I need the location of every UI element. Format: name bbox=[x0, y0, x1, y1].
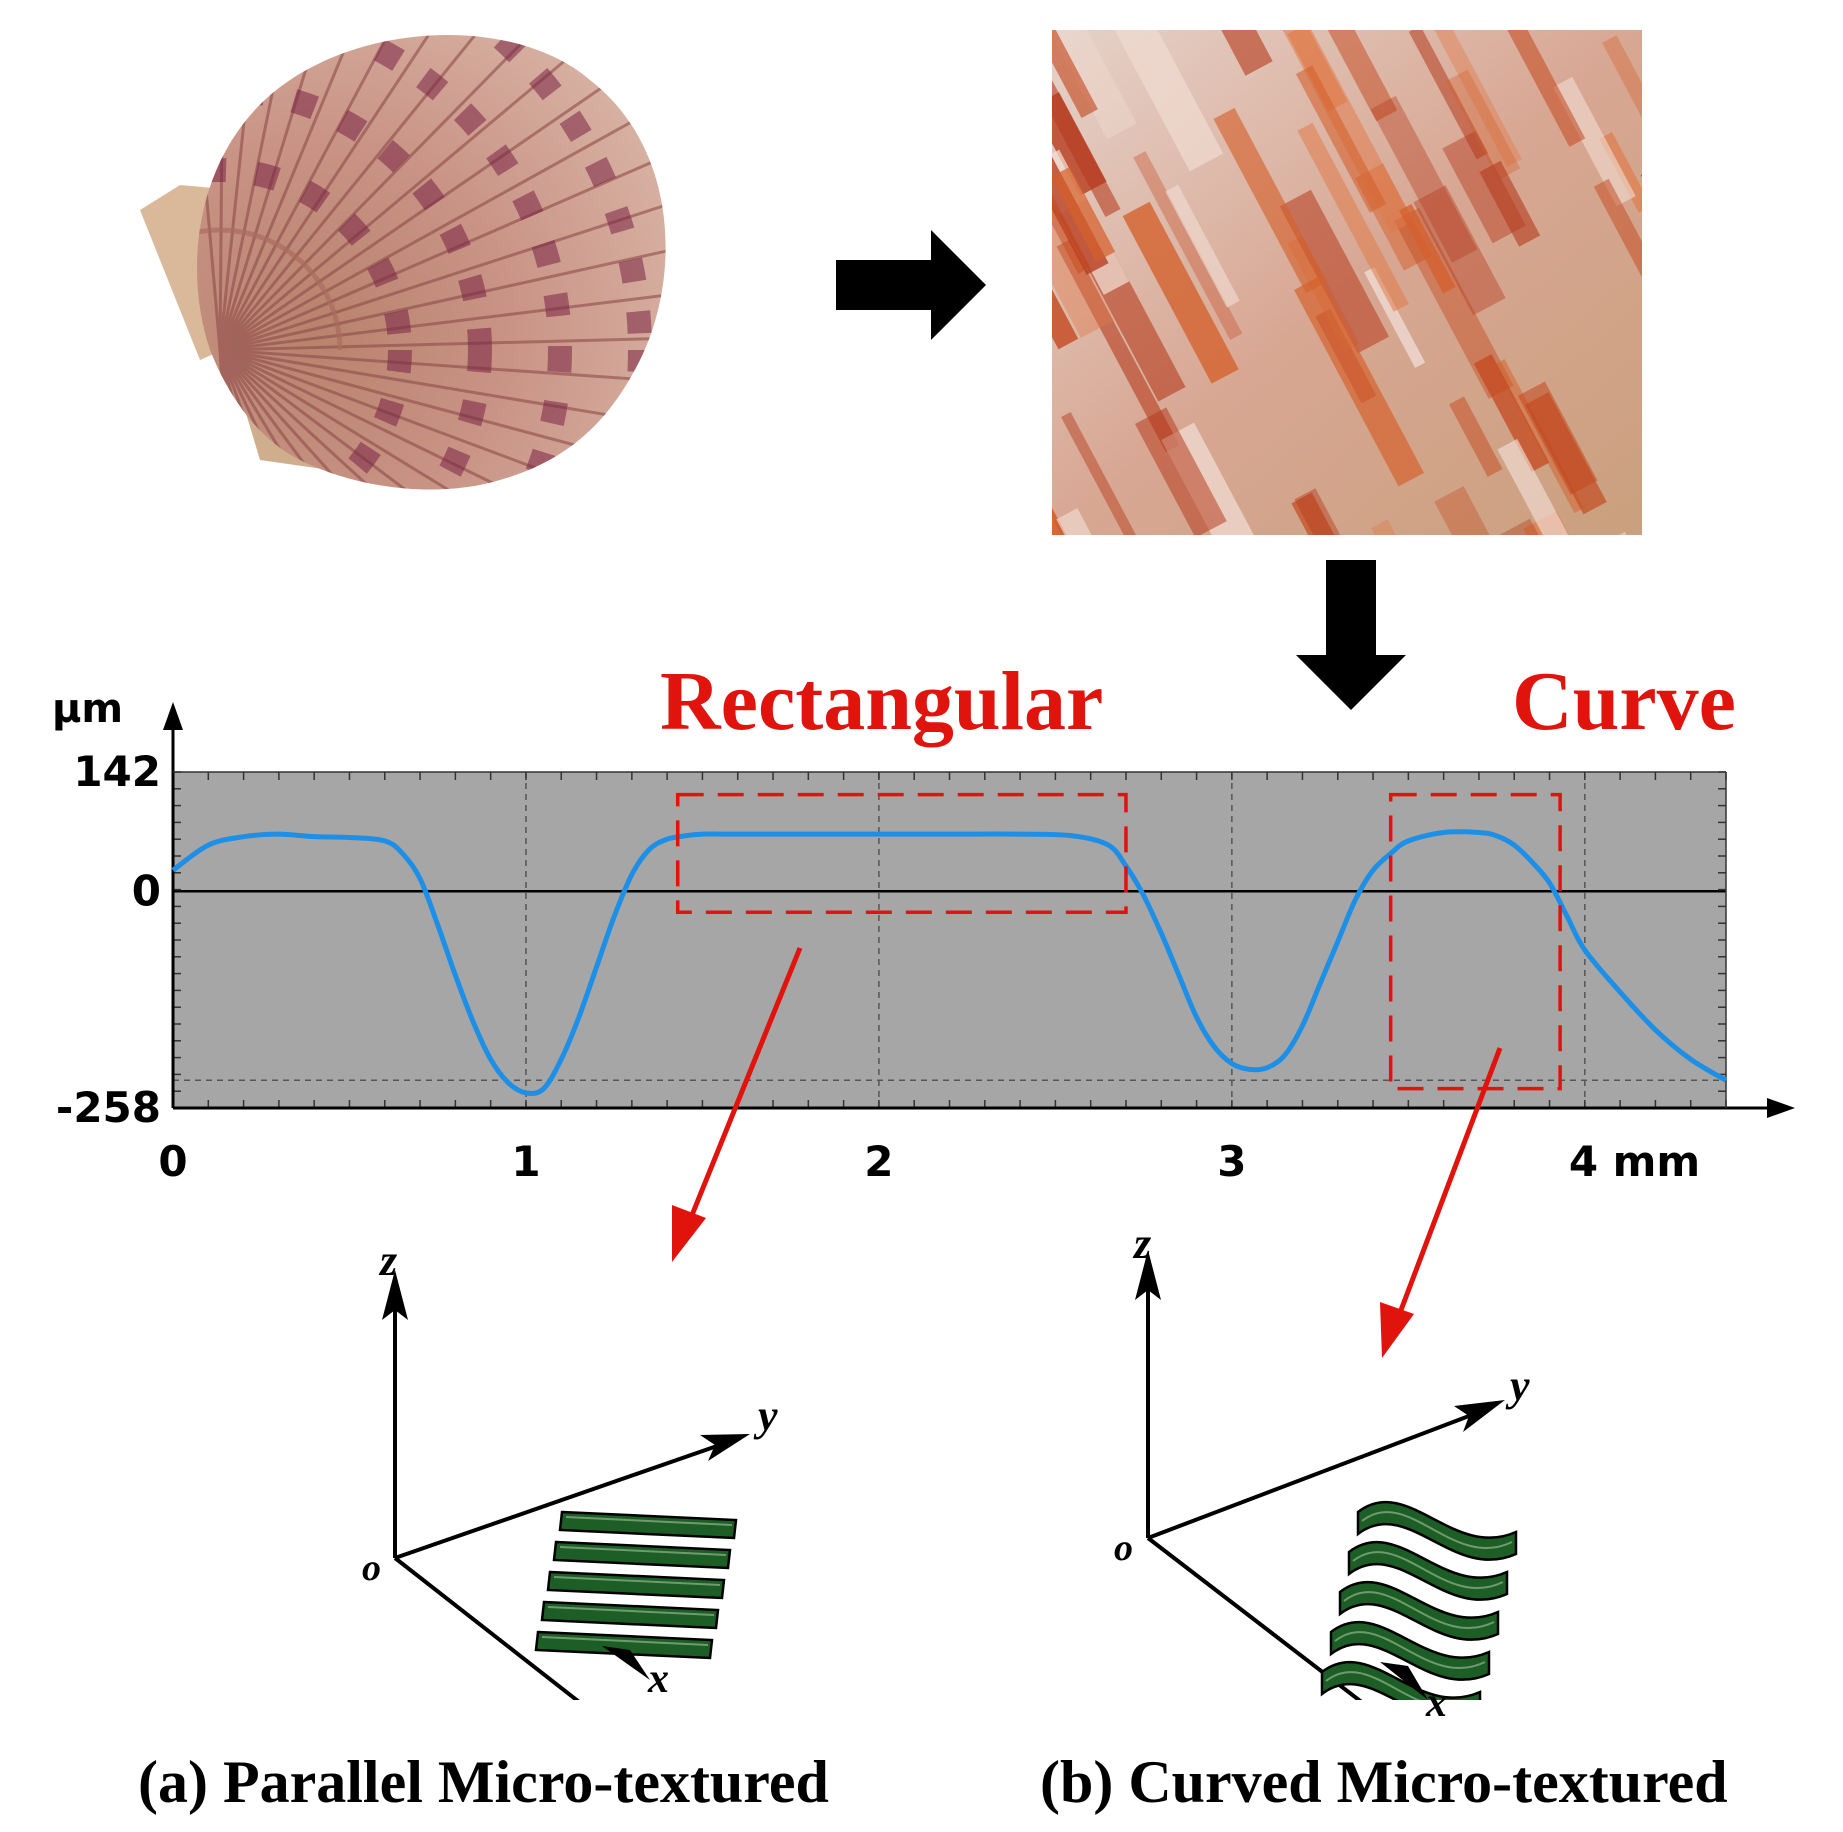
x-label-b: x bbox=[1425, 1680, 1447, 1726]
y-tick-label: -258 bbox=[56, 1083, 161, 1132]
y-tick-label: 0 bbox=[132, 866, 161, 915]
curved-texture-stripe bbox=[1320, 1660, 1482, 1700]
x-axis-arrow-icon bbox=[1767, 1098, 1795, 1118]
parallel-texture-diagram: z y o bbox=[362, 1240, 778, 1700]
curved-x-axis-end: x bbox=[1380, 1662, 1447, 1726]
y-arrowhead-b-icon bbox=[1454, 1400, 1505, 1432]
origin-label: o bbox=[362, 1547, 381, 1589]
arrow-down-icon bbox=[1296, 560, 1406, 710]
y-axis-label: μm bbox=[52, 690, 123, 732]
z-arrowhead-icon bbox=[382, 1270, 408, 1320]
y-tick-label: 142 bbox=[73, 747, 161, 796]
z-label: z bbox=[378, 1240, 397, 1285]
x-tick-label: 1 bbox=[511, 1137, 540, 1186]
parallel-x-axis-end: x bbox=[602, 1646, 669, 1702]
y-arrowhead-icon bbox=[700, 1434, 750, 1461]
x-label: x bbox=[647, 1656, 669, 1702]
shell-closeup-photo bbox=[1052, 30, 1642, 535]
y-axis bbox=[394, 1436, 741, 1560]
caption-curved: (b) Curved Micro-textured bbox=[1040, 1749, 1728, 1815]
curve-label: Curve bbox=[1512, 655, 1736, 748]
curved-texture-diagram: z y o bbox=[1114, 1220, 1530, 1700]
highlight-box bbox=[1388, 792, 1562, 1091]
x-tick-label: 0 bbox=[158, 1137, 187, 1186]
z-label-b: z bbox=[1132, 1220, 1151, 1268]
y-label-b: y bbox=[1505, 1361, 1530, 1410]
x-tick-label: 4 mm bbox=[1569, 1137, 1700, 1186]
highlight-box bbox=[675, 792, 1128, 915]
y-axis-arrow-icon bbox=[163, 702, 183, 730]
y-label: y bbox=[753, 1391, 778, 1440]
profile-chart: μm 142 0 -258 0 1 2 3 4 mm bbox=[52, 690, 1795, 1186]
x-axis-b bbox=[1146, 1536, 1363, 1700]
origin-label-b: o bbox=[1114, 1527, 1133, 1569]
shell-photo bbox=[140, 35, 666, 490]
x-tick-label: 3 bbox=[1217, 1137, 1246, 1186]
x-axis bbox=[393, 1556, 580, 1700]
y-axis-b bbox=[1147, 1406, 1491, 1540]
caption-parallel: (a) Parallel Micro-textured bbox=[138, 1749, 829, 1815]
profile-line bbox=[171, 829, 1728, 1096]
plot-area bbox=[173, 772, 1726, 1108]
x-tick-label: 2 bbox=[864, 1137, 893, 1186]
z-arrowhead-b-icon bbox=[1135, 1250, 1161, 1300]
rectangular-label: Rectangular bbox=[660, 655, 1104, 748]
arrow-right-icon bbox=[836, 230, 986, 340]
